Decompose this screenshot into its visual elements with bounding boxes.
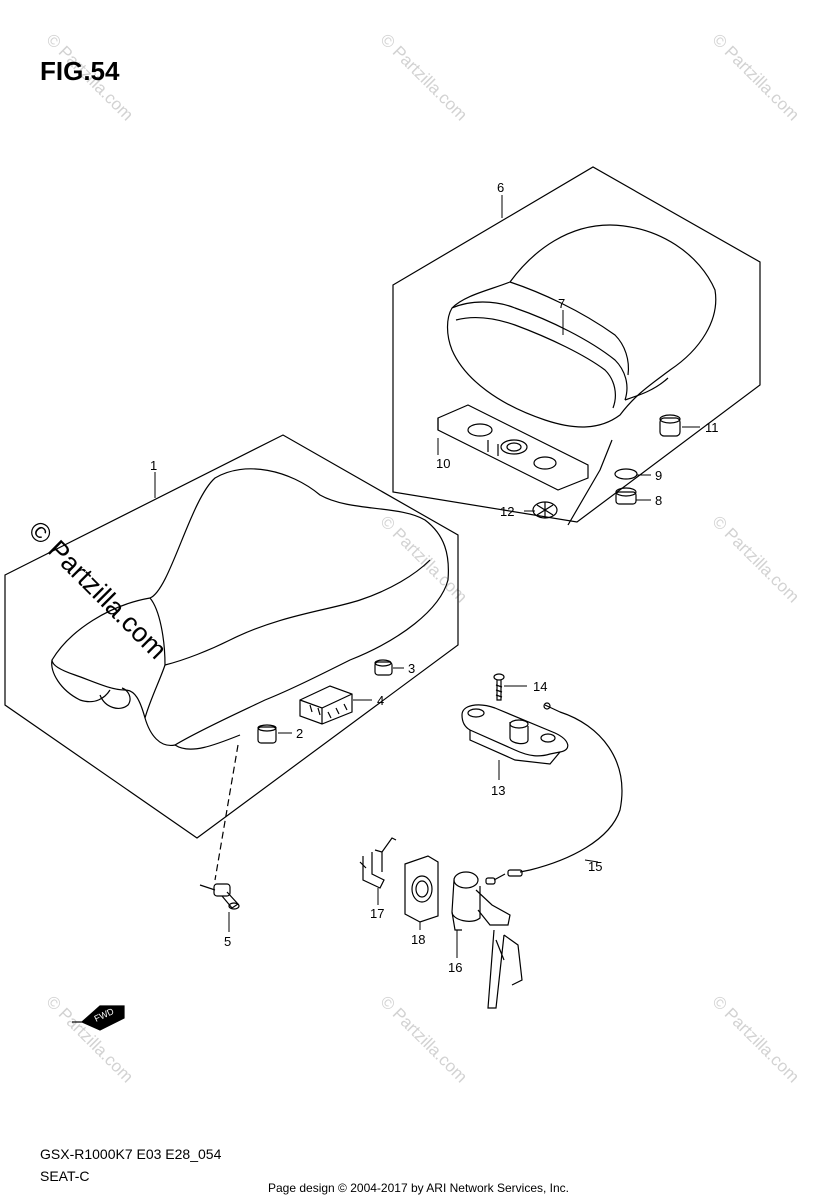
- callout-17: 17: [370, 906, 384, 921]
- seat-front-box-outline: [4, 434, 459, 839]
- callout-18: 18: [411, 932, 425, 947]
- lock-set-16-drawing: [451, 871, 523, 1009]
- holder-18-drawing: [404, 855, 439, 923]
- callout-8: 8: [655, 493, 662, 508]
- cushion-3-drawing: [374, 659, 393, 676]
- callout-10: 10: [436, 456, 450, 471]
- callout-3: 3: [408, 661, 415, 676]
- washer-9-drawing: [614, 468, 638, 480]
- callout-16: 16: [448, 960, 462, 975]
- bracket-4-drawing: [299, 685, 353, 725]
- seat-rear-drawing: [446, 224, 717, 428]
- grommet-12-drawing: [532, 501, 558, 519]
- seat-bolt-leader: [214, 744, 239, 881]
- nut-8-drawing: [615, 487, 637, 505]
- bolt-5-drawing: [199, 883, 240, 910]
- leader-lines: [154, 195, 700, 958]
- seat-rear-box-outline: [392, 166, 761, 523]
- callout-1: 1: [150, 458, 157, 473]
- fwd-arrow-icon: [72, 1005, 125, 1031]
- screw-14-drawing: [493, 673, 505, 701]
- cushion-2-drawing: [257, 724, 277, 744]
- cushion-11-drawing: [659, 414, 681, 437]
- clip-17-drawing: [359, 837, 397, 889]
- model-code: GSX-R1000K7 E03 E28_054: [40, 1146, 222, 1162]
- callout-11: 11: [705, 420, 719, 435]
- cable-15-drawing: [485, 702, 623, 885]
- callout-9: 9: [655, 468, 662, 483]
- callout-14: 14: [533, 679, 547, 694]
- callout-7: 7: [558, 296, 565, 311]
- lock-bracket-13-drawing: [461, 704, 569, 765]
- callout-labels: 1 2 3 4 5 6 7 8 9 10 11 12 13 14 15 16 1…: [93, 180, 719, 1024]
- section-name: SEAT-C: [40, 1168, 90, 1184]
- callout-6: 6: [497, 180, 504, 195]
- callout-2: 2: [296, 726, 303, 741]
- callout-5: 5: [224, 934, 231, 949]
- page-credit: Page design © 2004-2017 by ARI Network S…: [268, 1181, 570, 1195]
- seat-front-drawing: [51, 468, 449, 750]
- callout-15: 15: [588, 859, 602, 874]
- callout-13: 13: [491, 783, 505, 798]
- callout-4: 4: [377, 693, 384, 708]
- plate-10-drawing: [437, 404, 613, 526]
- figure-title: FIG.54: [40, 56, 120, 86]
- callout-12: 12: [500, 504, 514, 519]
